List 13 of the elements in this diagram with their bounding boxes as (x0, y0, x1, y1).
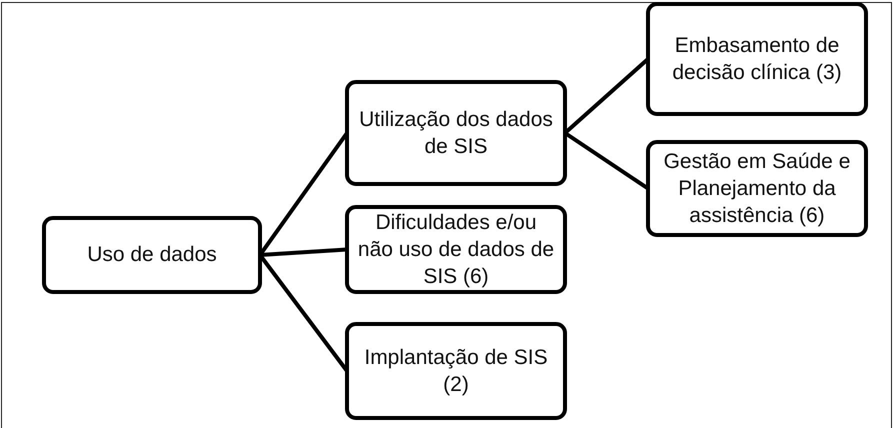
box-text: Gestão em Saúde e Planejamento da assistência (6) (662, 148, 852, 230)
topic-box (345, 80, 567, 186)
box-text: Dificuldades e/ou não uso de dados de SIS (6) (357, 210, 555, 290)
connector-line (260, 248, 348, 257)
box-text: Embasamento de decisão clínica (3) (671, 32, 843, 86)
topic-box (646, 140, 868, 237)
box-text: Utilização dos dados de SIS (358, 106, 554, 160)
topic-box (345, 205, 567, 294)
box-text: Implantação de SIS (2) (363, 344, 549, 398)
box-text: Uso de dados (87, 242, 217, 268)
topic-box (42, 216, 262, 294)
topic-box (646, 2, 868, 116)
topic-box (345, 322, 567, 420)
